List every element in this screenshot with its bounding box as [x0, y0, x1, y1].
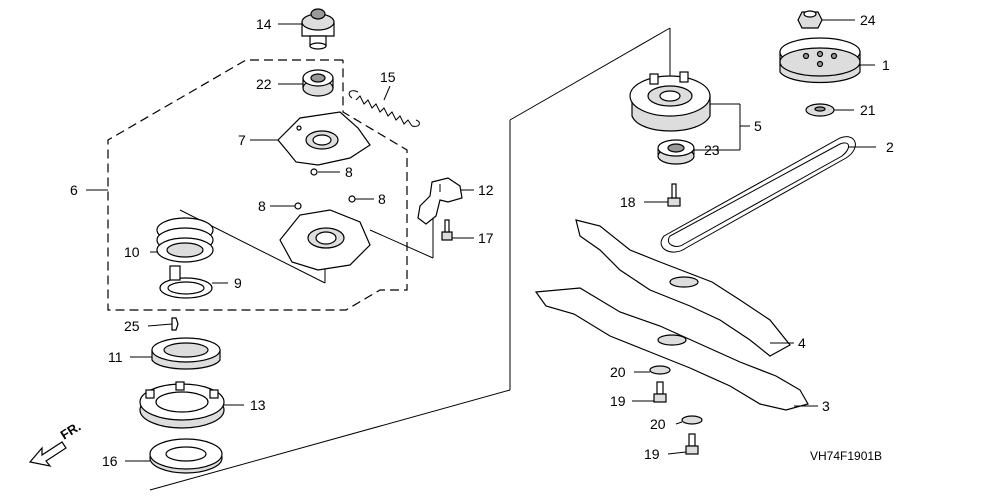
callout-19-b: 19 [644, 446, 660, 462]
part-20-washer-a [649, 365, 671, 375]
part-11-cup [151, 337, 221, 370]
callout-8-a: 8 [345, 164, 353, 180]
part-10-coil [156, 217, 214, 263]
front-direction-arrow [28, 441, 67, 467]
part-25-pin [171, 317, 179, 331]
part-4-blade [575, 219, 791, 357]
callout-12: 12 [478, 182, 494, 198]
callout-11: 11 [108, 349, 123, 365]
part-8-ball-a [310, 168, 318, 176]
callout-20-b: 20 [650, 416, 666, 432]
callout-20-a: 20 [610, 364, 626, 380]
callout-9: 9 [234, 275, 242, 291]
callout-18: 18 [620, 194, 636, 210]
part-19-bolt-a [653, 381, 667, 403]
part-24-nut [797, 10, 823, 29]
part-22-bearing [302, 69, 334, 97]
part-20-washer-b [681, 415, 703, 425]
callout-19-a: 19 [610, 393, 626, 409]
part-15-spring [348, 90, 420, 127]
callout-6: 6 [70, 182, 78, 198]
part-8-ball-b [348, 195, 356, 203]
leader-lines [86, 19, 876, 462]
callout-24: 24 [860, 12, 876, 28]
callout-25: 25 [124, 318, 140, 334]
callout-10: 10 [124, 244, 140, 260]
perspective-frame [149, 27, 671, 491]
callout-2: 2 [886, 139, 894, 155]
part-9-clip [159, 265, 213, 299]
part-1-pulley [779, 37, 861, 84]
part-12-bracket [417, 177, 463, 225]
part-18-bolt [667, 183, 681, 207]
part-8-ball-c [294, 202, 302, 210]
callout-7: 7 [238, 132, 246, 148]
part-13-ring [139, 381, 225, 429]
diagram-code: VH74F1901B [810, 449, 882, 463]
callout-16: 16 [102, 453, 118, 469]
part-7-plate [277, 111, 371, 166]
front-direction-label: FR. [58, 419, 84, 443]
callout-4: 4 [798, 335, 806, 351]
callout-23: 23 [704, 142, 720, 158]
part-16-washer [149, 438, 223, 474]
callout-5: 5 [754, 118, 762, 134]
callout-15: 15 [380, 69, 396, 85]
callout-1: 1 [882, 57, 890, 73]
part-21-washer [805, 103, 835, 117]
part-lower-plate [279, 209, 371, 271]
callout-21: 21 [860, 102, 876, 118]
callout-22: 22 [256, 76, 272, 92]
assembly-bracket-6 [107, 59, 408, 311]
part-23-bearing [657, 139, 695, 165]
callout-8-b: 8 [378, 191, 386, 207]
part-19-bolt-b [685, 433, 699, 455]
callout-14: 14 [256, 16, 272, 32]
part-2-belt [660, 136, 856, 253]
part-17-bolt [441, 219, 453, 241]
callout-3: 3 [822, 398, 830, 414]
callout-13: 13 [250, 397, 266, 413]
callout-17: 17 [478, 230, 494, 246]
part-3-blade [534, 287, 809, 411]
callout-8-c: 8 [258, 198, 266, 214]
part-14-cap [301, 8, 335, 50]
part-5-hub [629, 71, 711, 132]
